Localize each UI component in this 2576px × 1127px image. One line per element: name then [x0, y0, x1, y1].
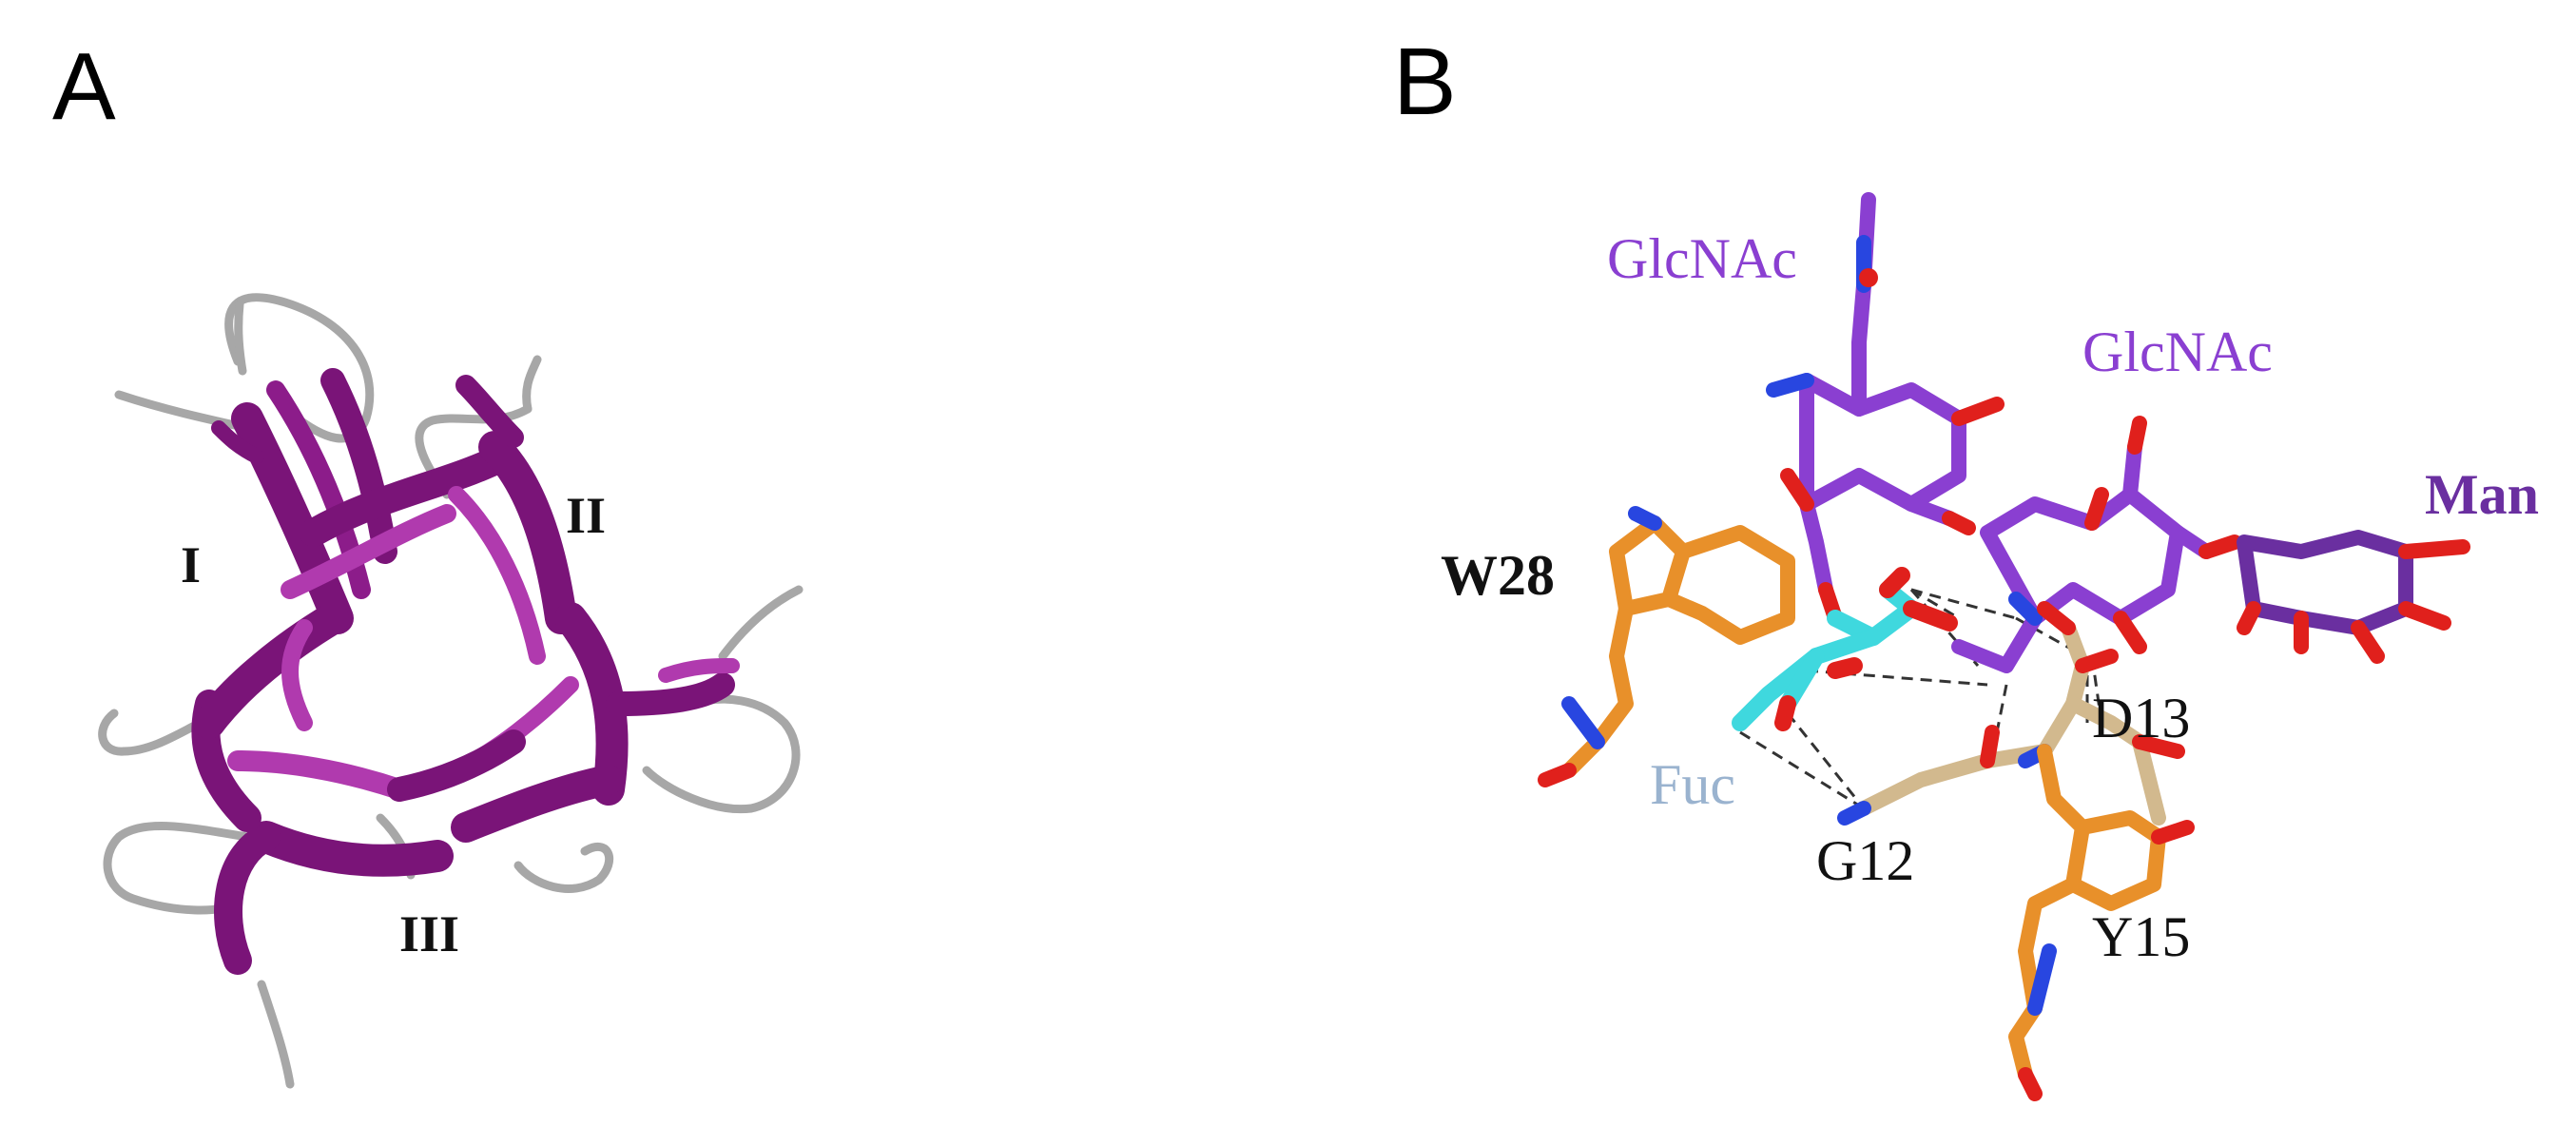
glcnac-2-label: GlcNAc — [2082, 321, 2273, 383]
panel-b: B — [1393, 29, 2539, 1101]
d13-label: D13 — [2092, 687, 2190, 749]
loop-regions — [98, 293, 804, 1089]
g12-label: G12 — [1816, 829, 1914, 892]
domain-label-ii: II — [566, 487, 606, 544]
y15-residue — [2008, 744, 2195, 1101]
domain-label-iii: III — [399, 905, 459, 962]
fuc-label: Fuc — [1650, 753, 1735, 816]
man-molecule — [2198, 530, 2470, 664]
man-label: Man — [2425, 463, 2539, 526]
panel-a: A — [52, 33, 804, 1089]
domain-label-i: I — [181, 536, 201, 593]
beta-strands — [191, 368, 740, 975]
y15-label: Y15 — [2092, 905, 2190, 968]
glcnac-1-molecule — [1766, 192, 2005, 626]
w28-label: W28 — [1441, 544, 1555, 607]
glcnac-1-label: GlcNAc — [1607, 227, 1797, 290]
panel-a-letter: A — [52, 33, 116, 140]
glcnac-2-molecule — [1951, 416, 2214, 673]
panel-b-letter: B — [1393, 29, 1457, 135]
w28-residue — [1538, 506, 1795, 787]
fucose-molecule — [1732, 567, 1958, 731]
protein-ribbon — [98, 293, 804, 1089]
